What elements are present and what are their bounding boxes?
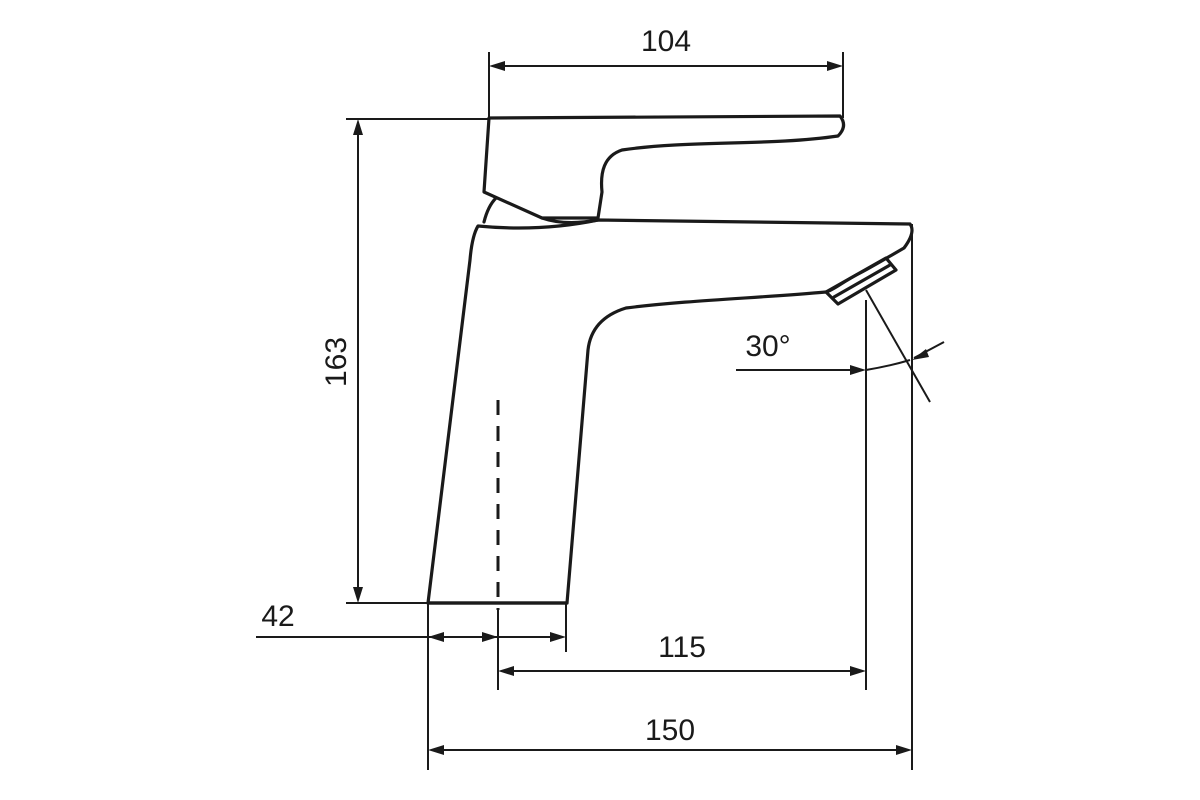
arrowhead (550, 632, 566, 642)
arrowhead (428, 632, 444, 642)
arrowhead (489, 61, 505, 71)
dimension-label-104: 104 (641, 25, 691, 58)
dimension-42: 42 (256, 600, 567, 770)
faucet-outline (426, 114, 914, 610)
dimension-label-115: 115 (658, 631, 706, 664)
dimension-label-163: 163 (320, 337, 353, 387)
dimension-163: 163 (320, 118, 489, 604)
dimension-label-150: 150 (645, 714, 695, 747)
faucet-body (426, 218, 914, 605)
dimension-angle: 30° (736, 289, 945, 403)
arrowhead (850, 365, 866, 375)
arrowhead (482, 632, 498, 642)
arrowhead (353, 119, 363, 135)
dimension-label-angle: 30° (745, 330, 790, 363)
lever-handle (482, 114, 846, 220)
aerator-ring (832, 263, 892, 299)
arrowhead (353, 587, 363, 603)
dimension-104: 104 (488, 25, 844, 118)
aerator (824, 256, 898, 306)
arrowhead (428, 745, 444, 755)
arrowhead (896, 745, 912, 755)
arrowhead (827, 61, 843, 71)
arrowhead (498, 666, 514, 676)
dimension-150: 150 (428, 224, 913, 770)
dimension-label-42: 42 (261, 600, 294, 633)
arrowhead (850, 666, 866, 676)
dimension-115: 115 (497, 300, 867, 690)
arrowhead (912, 349, 929, 360)
